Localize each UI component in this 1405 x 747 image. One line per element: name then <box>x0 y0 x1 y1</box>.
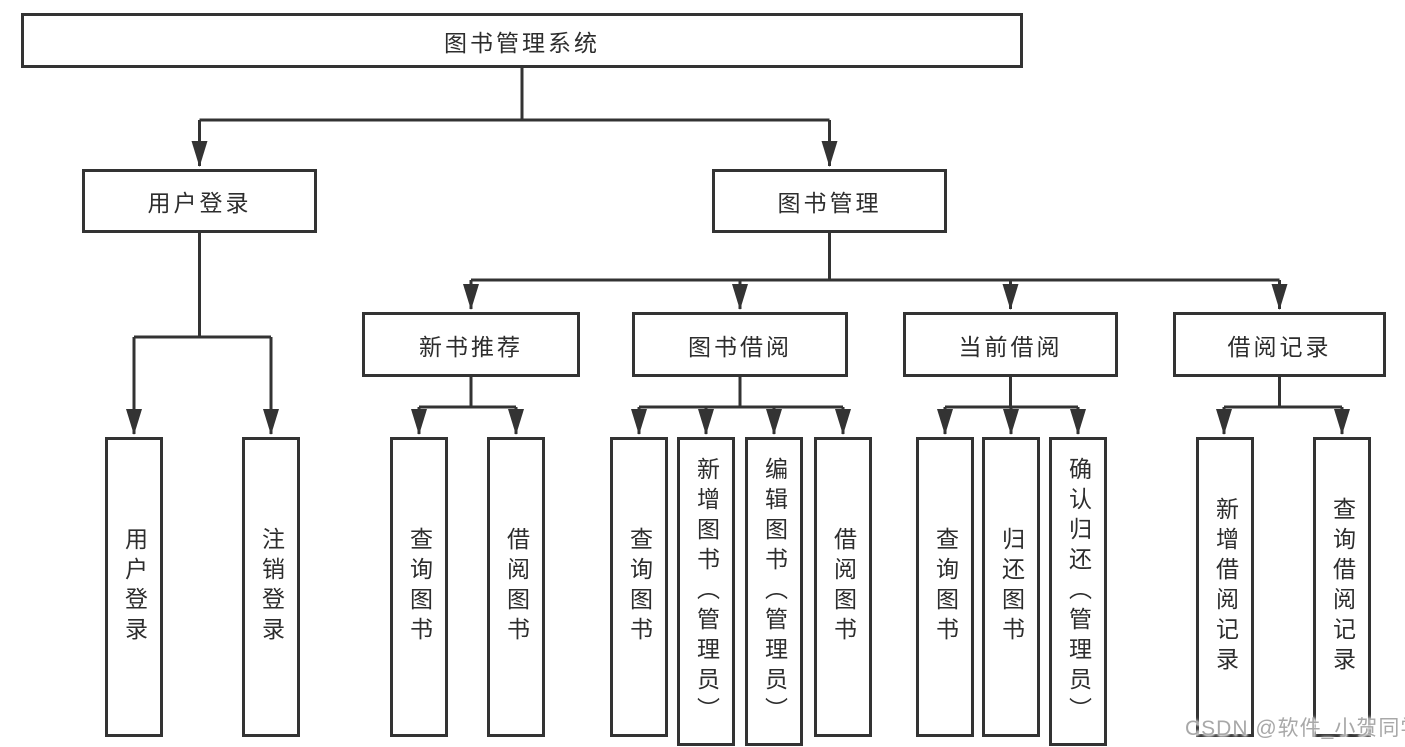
leaf-query-book-current-label: 查询图书 <box>932 527 959 647</box>
leaf-borrow-book-recommend: 借阅图书 <box>487 437 545 737</box>
node-root: 图书管理系统 <box>21 13 1023 68</box>
leaf-borrow-book-recommend-label: 借阅图书 <box>503 527 530 647</box>
node-book-borrow: 图书借阅 <box>632 312 848 377</box>
leaf-return-book: 归还图书 <box>982 437 1040 737</box>
leaf-edit-book-admin-label: 编辑图书（管理员） <box>761 456 788 727</box>
node-borrow-records: 借阅记录 <box>1173 312 1386 377</box>
leaf-query-book-borrow: 查询图书 <box>610 437 668 737</box>
leaf-add-book-admin: 新增图书（管理员） <box>677 437 735 746</box>
leaf-logout-label: 注销登录 <box>258 527 285 647</box>
node-book-management: 图书管理 <box>712 169 947 233</box>
leaf-query-book-current: 查询图书 <box>916 437 974 737</box>
node-new-book-recommend: 新书推荐 <box>362 312 580 377</box>
node-current-borrow-label: 当前借阅 <box>958 333 1063 360</box>
node-borrow-records-label: 借阅记录 <box>1227 333 1332 360</box>
node-root-label: 图书管理系统 <box>444 29 600 56</box>
leaf-add-book-admin-label: 新增图书（管理员） <box>693 456 720 727</box>
leaf-query-book-recommend-label: 查询图书 <box>406 527 433 647</box>
csdn-watermark: CSDN @软件_小贺同学 <box>1185 717 1405 740</box>
leaf-return-book-label: 归还图书 <box>998 527 1025 647</box>
leaf-borrow-book: 借阅图书 <box>814 437 872 737</box>
node-current-borrow: 当前借阅 <box>903 312 1118 377</box>
leaf-query-borrow-record-label: 查询借阅记录 <box>1329 497 1356 677</box>
node-user-login-label: 用户登录 <box>147 190 252 216</box>
node-new-book-recommend-label: 新书推荐 <box>419 333 523 360</box>
node-book-borrow-label: 图书借阅 <box>688 333 792 360</box>
leaf-query-book-borrow-label: 查询图书 <box>626 527 653 647</box>
leaf-add-borrow-record-label: 新增借阅记录 <box>1212 497 1239 677</box>
leaf-edit-book-admin: 编辑图书（管理员） <box>745 437 803 746</box>
leaf-user-login: 用户登录 <box>105 437 163 737</box>
leaf-user-login-label: 用户登录 <box>121 527 148 647</box>
node-book-management-label: 图书管理 <box>777 190 882 216</box>
leaf-query-borrow-record: 查询借阅记录 <box>1313 437 1371 737</box>
leaf-confirm-return-admin-label: 确认归还（管理员） <box>1065 456 1092 727</box>
leaf-borrow-book-label: 借阅图书 <box>830 527 857 647</box>
leaf-logout: 注销登录 <box>242 437 300 737</box>
leaf-add-borrow-record: 新增借阅记录 <box>1196 437 1254 737</box>
leaf-query-book-recommend: 查询图书 <box>390 437 448 737</box>
leaf-confirm-return-admin: 确认归还（管理员） <box>1049 437 1107 746</box>
node-user-login: 用户登录 <box>82 169 317 233</box>
